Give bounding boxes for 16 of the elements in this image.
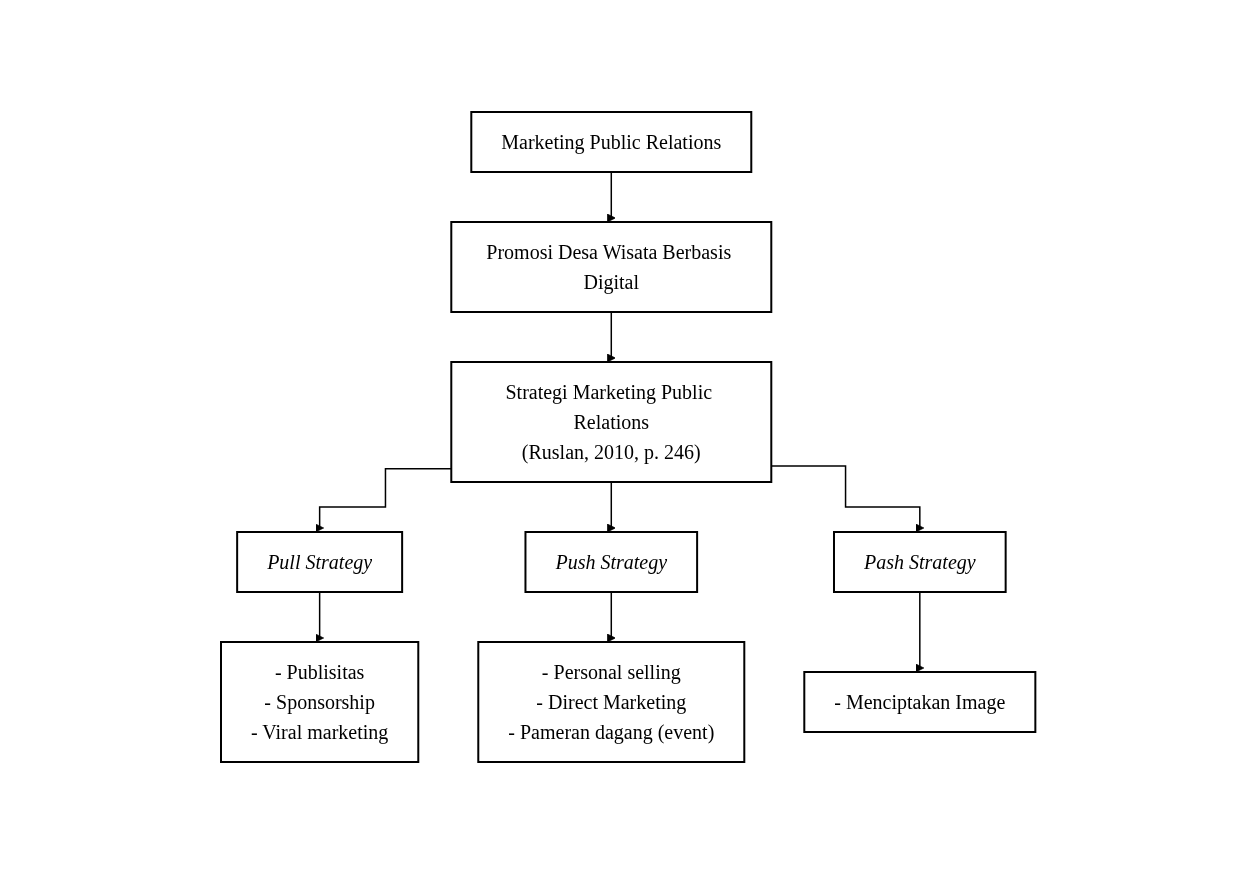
- node-box: Strategi Marketing Public Relations (Ruslan, 2010, p. 246): [450, 361, 773, 483]
- arrow: [606, 311, 616, 363]
- node-box: Marketing Public Relations: [470, 111, 753, 173]
- arrow: [606, 481, 616, 533]
- node-box: Pull Strategy: [236, 531, 403, 593]
- node-box: Promosi Desa Wisata Berbasis Digital: [450, 221, 773, 313]
- arrow: [315, 591, 324, 643]
- arrow: [606, 591, 616, 643]
- node-box: Push Strategy: [524, 531, 698, 593]
- arrow: [606, 171, 616, 223]
- node-box: Pash Strategy: [832, 531, 1007, 593]
- node-box: - Menciptakan Image: [803, 671, 1037, 733]
- arrow: [315, 467, 452, 533]
- node-box: - Publisitas - Sponsorship - Viral marketing: [219, 641, 420, 763]
- arrow: [915, 591, 925, 673]
- node-box: - Personal selling - Direct Marketing - Pameran dagang (event): [477, 641, 746, 763]
